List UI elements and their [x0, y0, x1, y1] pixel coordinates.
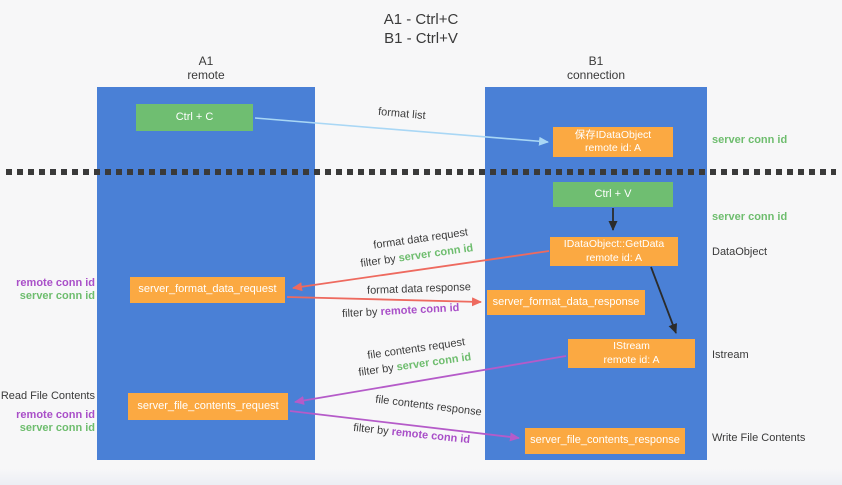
filter-by-text: filter by — [341, 306, 378, 321]
read-file-contents-annotation: Read File Contents — [0, 390, 95, 402]
server-conn-id-annotation-top: server conn id — [712, 134, 788, 146]
lane-a1-subtitle: remote — [187, 68, 225, 82]
ctrl-c-label: Ctrl + C — [175, 110, 214, 123]
remote-conn-id-text: remote conn id — [380, 301, 460, 319]
istream-line1: IStream — [613, 340, 650, 352]
idataobject-getdata-node: IDataObject::GetData remote id: A — [550, 237, 678, 266]
write-file-contents-annotation: Write File Contents — [712, 432, 806, 444]
diagram-title: A1 - Ctrl+C B1 - Ctrl+V — [0, 10, 842, 48]
file-contents-response-label: file contents response — [374, 393, 483, 419]
file-contents-response-filter-label: filter by remote conn id — [353, 422, 471, 446]
save-idataobject-line1: 保存IDataObject — [574, 128, 652, 141]
remote-conn-id-annotation-top: remote conn id — [16, 277, 95, 289]
title-line-b1: B1 - Ctrl+V — [384, 30, 458, 47]
server-format-data-response-label: server_format_data_response — [492, 295, 640, 308]
remote-conn-id-text: remote conn id — [391, 425, 471, 447]
lane-b1-name: B1 — [588, 54, 604, 68]
remote-conn-id-annotation-bottom: remote conn id — [16, 409, 95, 421]
server-format-data-response-node: server_format_data_response — [487, 290, 645, 315]
lane-a1-name: A1 — [198, 54, 214, 68]
istream-node: IStream remote id: A — [568, 339, 695, 368]
server-conn-id-annotation-mid: server conn id — [712, 211, 788, 223]
getdata-line2: remote id: A — [585, 251, 643, 264]
filter-by-text: filter by — [352, 421, 390, 438]
istream-line2: remote id: A — [603, 353, 660, 366]
title-line-a1: A1 - Ctrl+C — [383, 11, 459, 28]
server-file-contents-request-label: server_file_contents_request — [137, 399, 279, 412]
ctrl-c-node: Ctrl + C — [136, 104, 253, 131]
istream-annotation: Istream — [712, 349, 749, 361]
ctrl-v-node: Ctrl + V — [553, 182, 673, 207]
server-format-data-request-label: server_format_data_request — [138, 283, 277, 296]
server-file-contents-response-node: server_file_contents_response — [525, 428, 685, 454]
server-file-contents-request-node: server_file_contents_request — [128, 393, 288, 420]
server-file-contents-response-label: server_file_contents_response — [530, 434, 680, 447]
format-data-response-arrow — [286, 296, 482, 307]
ctrl-v-label: Ctrl + V — [594, 187, 632, 200]
format-data-response-filter-label: filter by remote conn id — [342, 302, 460, 320]
conn-id-pair-bottom: remote conn id server conn id — [0, 409, 95, 435]
getdata-line1: IDataObject::GetData — [563, 238, 665, 250]
format-data-response-label: format data response — [366, 281, 472, 297]
lane-b1-subtitle: connection — [566, 68, 626, 82]
lane-header-a1: A1 remote — [97, 54, 315, 82]
save-idataobject-node: 保存IDataObject remote id: A — [553, 127, 673, 157]
format-list-label: format list — [377, 105, 427, 123]
server-conn-id-annotation-left-bottom: server conn id — [19, 422, 95, 434]
server-format-data-request-node: server_format_data_request — [130, 277, 285, 303]
dataobject-annotation: DataObject — [712, 246, 768, 258]
save-idataobject-line2: remote id: A — [584, 142, 642, 154]
conn-id-pair-top: remote conn id server conn id — [0, 277, 95, 303]
filter-by-text: filter by — [357, 362, 395, 379]
server-conn-id-annotation-left-top: server conn id — [19, 290, 95, 302]
filter-by-text: filter by — [359, 253, 397, 270]
bottom-fade — [0, 469, 842, 485]
lane-header-b1: B1 connection — [485, 54, 707, 82]
